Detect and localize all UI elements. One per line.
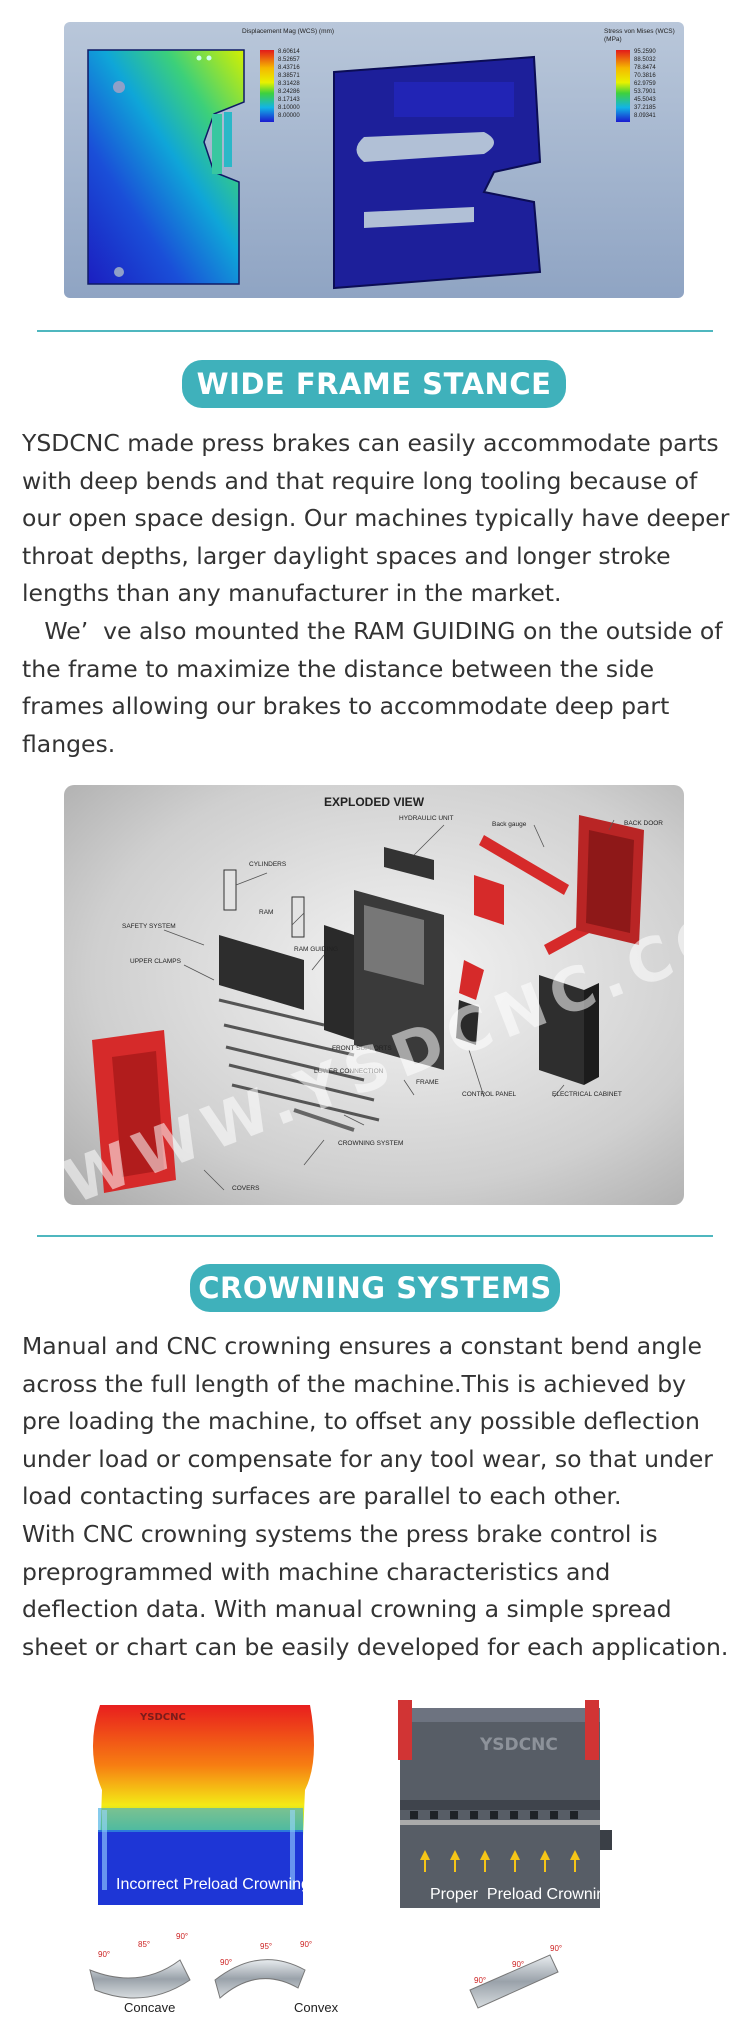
wide-frame-paragraph-2: We’ ve also mounted the RAM GUIDING on t… [22, 616, 723, 758]
label-front-supports: FRONT SUPPORTS [332, 1045, 392, 1052]
convex-angle-mid: 95° [260, 1942, 273, 1951]
section-title-crowning-systems: CROWNING SYSTEMS [190, 1264, 560, 1312]
exploded-view-image: EXPLODED VIEW HYDRAULIC UNIT Back gauge … [64, 785, 684, 1205]
proper-angle-right: 90° [550, 1944, 563, 1953]
section-title-wide-frame-stance: WIDE FRAME STANCE [182, 360, 566, 408]
crowning-left-brand: YSDCNC [140, 1712, 186, 1723]
incorrect-preload-label: Incorrect Preload Crowning [116, 1876, 310, 1893]
label-back-gauge: Back gauge [492, 821, 527, 828]
convex-angle-right: 90° [300, 1940, 313, 1949]
label-crowning-system: CROWNING SYSTEM [338, 1140, 404, 1147]
wide-frame-paragraph-1: YSDCNC made press brakes can easily acco… [22, 429, 730, 608]
concave-angle-right: 90° [176, 1932, 189, 1941]
label-frame: FRAME [416, 1079, 439, 1086]
fea-left-legend-title: Displacement Mag (WCS) (mm) [242, 28, 335, 35]
crowning-comparison-image: YSDCNC YSDCNC Incorrect Preload Crowning… [80, 1690, 680, 2030]
crowning-illustration [89, 1700, 612, 2009]
label-back-door: BACK DOOR [624, 820, 664, 827]
crowning-paragraph-1: Manual and CNC crowning ensures a consta… [22, 1332, 713, 1511]
label-lower-connection: LOWER CONNECTION [314, 1068, 384, 1075]
label-cylinders: CYLINDERS [249, 861, 287, 868]
label-upper-clamps: UPPER CLAMPS [130, 958, 181, 965]
convex-label: Convex [294, 2000, 339, 2015]
label-ram: RAM [259, 909, 274, 916]
convex-angle-left: 90° [220, 1958, 233, 1967]
section-divider [37, 1235, 713, 1237]
exploded-view-title: EXPLODED VIEW [324, 795, 425, 809]
concave-angle-left: 90° [98, 1950, 111, 1959]
fea-illustration [87, 49, 630, 290]
exploded-illustration [92, 815, 644, 1193]
label-electrical-cabinet: ELECTRICAL CABINET [552, 1091, 622, 1098]
fea-right-legend-title: Stress von Mises (WCS) (MPa) [604, 28, 675, 43]
section-divider [37, 330, 713, 332]
concave-angle-mid: 85° [138, 1940, 151, 1949]
label-control-panel: CONTROL PANEL [462, 1091, 517, 1098]
label-covers: COVERS [232, 1185, 260, 1192]
proper-angle-left: 90° [474, 1976, 487, 1985]
crowning-paragraph-2: With CNC crowning systems the press brak… [22, 1519, 729, 1661]
crowning-description: Manual and CNC crowning ensures a consta… [22, 1328, 730, 1666]
proper-angle-mid: 90° [512, 1960, 525, 1969]
label-hydraulic-unit: HYDRAULIC UNIT [399, 815, 454, 822]
label-safety-system: SAFETY SYSTEM [122, 923, 176, 930]
crowning-right-brand: YSDCNC [480, 1735, 558, 1755]
label-ram-guiding: RAM GUIDING [294, 946, 339, 953]
proper-preload-label: Proper Preload Crowning [430, 1886, 615, 1903]
wide-frame-description: YSDCNC made press brakes can easily acco… [22, 425, 730, 763]
concave-label: Concave [124, 2000, 176, 2015]
